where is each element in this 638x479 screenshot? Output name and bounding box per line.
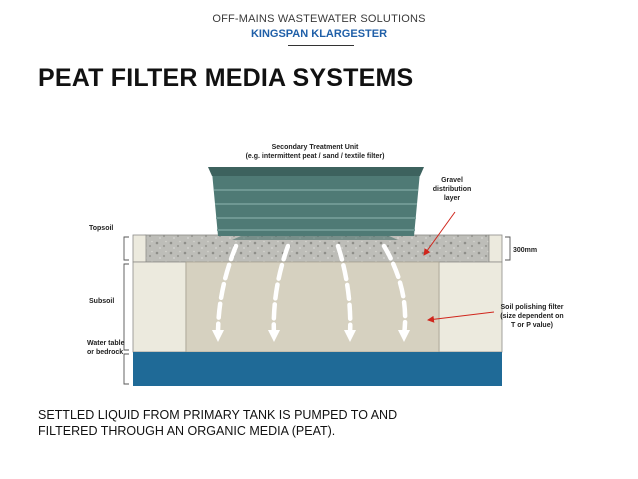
header-brand: KINGSPAN KLARGESTER [250,28,388,40]
gravel-pointer [423,211,456,256]
caption: SETTLED LIQUID FROM PRIMARY TANK IS PUMP… [38,407,458,439]
header-category: OFF-MAINS WASTEWATER SOLUTIONS [212,13,426,25]
water-table-label-line1: Water table [87,340,125,347]
flow-arrowhead-1 [212,330,224,342]
subsoil-bracket [123,263,129,351]
caption-line2: FILTERED THROUGH AN ORGANIC MEDIA (PEAT)… [38,424,336,438]
page-title: PEAT FILTER MEDIA SYSTEMS [38,64,414,92]
subsoil-right [438,261,503,353]
unit-label-line1: Secondary Treatment Unit [272,144,359,151]
subsoil-label: Subsoil [89,298,114,305]
polishing-label-line1: Soil polishing filter [501,304,564,311]
water-table [133,352,502,386]
unit-label-line2: (e.g. intermittent peat / sand / textile… [246,153,385,160]
flow-arrow-3 [335,243,353,338]
caption-line1: SETTLED LIQUID FROM PRIMARY TANK IS PUMP… [38,408,398,422]
header-divider [288,45,354,46]
gravel-label-line2: distribution [433,186,472,193]
polishing-pointer [427,311,495,323]
flow-arrowhead-2 [268,330,280,342]
water-table-label-line2: or bedrock [87,349,123,356]
topsoil-bracket [123,236,129,261]
flow-arrow-2 [271,243,291,338]
depth-bracket [505,236,511,261]
subsoil-left [132,261,187,353]
flow-arrows [215,243,408,338]
soil-polishing-filter [185,261,440,353]
topsoil-left [132,234,147,263]
gravel-label-line3: layer [444,195,461,202]
flow-arrowhead-3 [344,330,356,342]
water-table-bracket [123,353,129,385]
topsoil-right [488,234,503,263]
flow-arrow-4 [381,243,408,338]
polishing-label-line3: T or P value) [511,322,553,329]
flow-arrowhead-4 [398,330,410,342]
flow-arrowheads [212,330,410,342]
left-brackets [123,236,511,385]
polishing-label-line2: (size dependent on [500,313,563,320]
depth-label: 300mm [513,247,537,254]
flow-arrow-1 [215,243,239,338]
topsoil-label: Topsoil [89,225,113,232]
gravel-label-line1: Gravel [441,177,463,184]
secondary-treatment-unit [208,167,424,236]
